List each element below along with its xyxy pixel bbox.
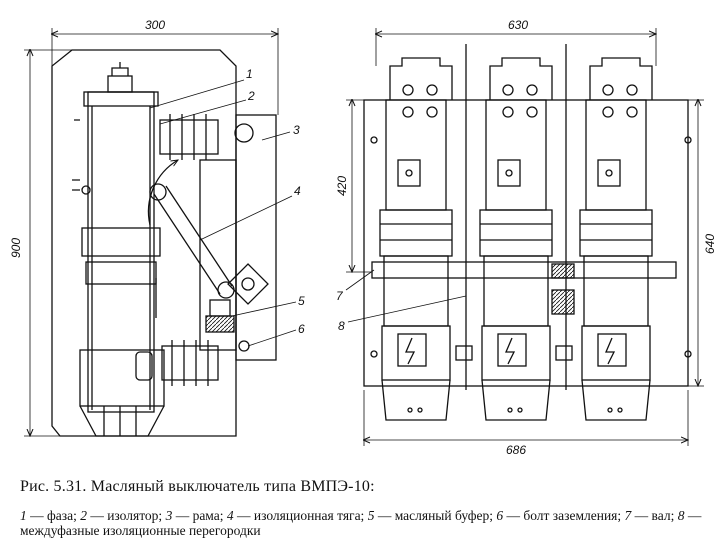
callout-3: 3 (293, 123, 300, 137)
dim-height-900: 900 (9, 238, 23, 258)
legend-item: 8 — междуфазные изоляционные перегородки (20, 508, 702, 538)
legend-item: 1 — фаза; (20, 508, 77, 523)
callout-2: 2 (247, 89, 255, 103)
phase-b (479, 57, 553, 421)
caption-legend: 1 — фаза; 2 — изолятор; 3 — рама; 4 — из… (20, 508, 710, 538)
side-view (51, 49, 277, 437)
legend-item: 5 — масляный буфер; (367, 508, 493, 523)
callout-6: 6 (298, 322, 305, 336)
phase-c (579, 57, 653, 421)
figure-caption: Рис. 5.31. Масляный выключатель типа ВМП… (20, 478, 710, 538)
legend-item: 4 — изоляционная тяга; (226, 508, 365, 523)
front-view (363, 44, 692, 421)
legend-item: 6 — болт заземления; (496, 508, 622, 523)
dim-width-300: 300 (145, 18, 165, 32)
callout-5: 5 (298, 294, 305, 308)
dim-bottom-686: 686 (506, 443, 526, 457)
dim-left-420: 420 (335, 176, 349, 196)
right-dimensions (346, 28, 704, 446)
circuit-breaker-drawing: 300 900 1 2 3 4 5 6 (9, 18, 717, 457)
callout-7: 7 (336, 289, 344, 303)
legend-item: 3 — рама; (165, 508, 224, 523)
left-dimensions (24, 28, 278, 436)
dim-right-640: 640 (703, 234, 717, 254)
phase-a (379, 57, 453, 421)
callout-8: 8 (338, 319, 345, 333)
dim-top-630: 630 (508, 18, 528, 32)
callout-4: 4 (294, 184, 301, 198)
right-leaders (345, 269, 467, 323)
left-leaders (149, 79, 297, 347)
legend-item: 2 — изолятор; (80, 508, 163, 523)
callout-1: 1 (246, 67, 253, 81)
caption-title: Рис. 5.31. Масляный выключатель типа ВМП… (20, 478, 375, 495)
legend-item: 7 — вал; (624, 508, 675, 523)
